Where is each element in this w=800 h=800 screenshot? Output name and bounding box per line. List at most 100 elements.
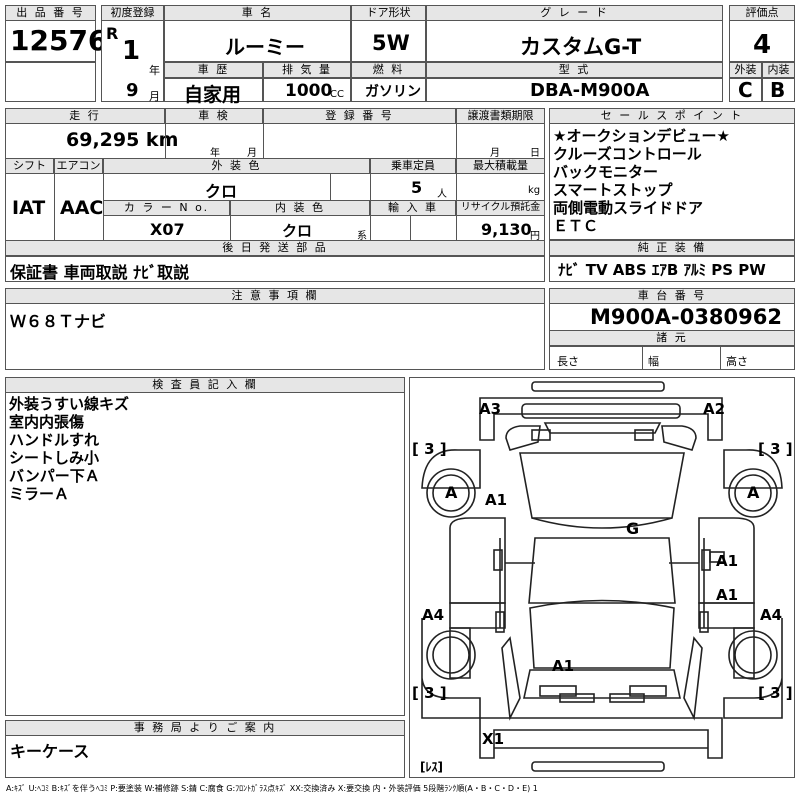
inspector-line: ミラーＡ (9, 485, 70, 503)
mark-a3: A3 (479, 400, 502, 418)
transfer-label: 譲渡書類期限 (456, 108, 545, 124)
office-label: 事 務 局 よ り ご 案 内 (5, 720, 405, 736)
fuel-label: 燃 料 (351, 62, 426, 78)
office-value: キーケース (10, 742, 90, 761)
door-value: 5W (372, 31, 410, 55)
sales-item: ＥＴＣ (553, 217, 599, 235)
insp-month-unit: 月 (247, 148, 257, 159)
capacity-value: 5 (411, 178, 423, 197)
mark-a2: A2 (703, 400, 726, 418)
mark-a4-left: A4 (422, 606, 445, 624)
fuel-value: ガソリン (365, 84, 421, 100)
sales-item: 両側電動スライドドア (553, 199, 704, 217)
displacement-box (263, 78, 351, 102)
sales-item: ★オークションデビュー★ (553, 127, 730, 145)
mark-wheel-fr: A (747, 483, 760, 502)
first-reg-box (101, 5, 164, 102)
int-color-value: クロ (282, 222, 313, 240)
color-no-value: X07 (150, 220, 185, 239)
history-box (164, 78, 263, 102)
displacement-unit: CC (330, 89, 344, 100)
reg-label: 登 録 番 号 (263, 108, 456, 124)
car-diagram: A3 A2 [ 3 ] [ 3 ] A A A1 G A1 A1 A4 A4 A… (409, 377, 795, 778)
color-no-label: カ ラ ー N o. (103, 200, 230, 216)
recycle-unit: 円 (530, 231, 540, 242)
mark-bracket-bl: [ 3 ] (412, 684, 447, 702)
interior-label: 内装 (762, 62, 795, 78)
sales-label: セ ー ル ス ポ イ ン ト (549, 108, 795, 124)
recycle-label: リサイクル預託金 (456, 200, 545, 216)
car-name-label: 車 名 (164, 5, 351, 21)
model-value: DBA-M900A (530, 80, 650, 101)
inspector-box (5, 377, 405, 716)
score-value: 4 (753, 30, 772, 60)
recycle-value: 9,130 (481, 220, 532, 239)
interior-box (762, 78, 795, 102)
load-unit: kg (528, 185, 541, 196)
first-reg-month: 9 (126, 80, 139, 101)
later-box (5, 256, 545, 282)
sales-item: クルーズコントロール (553, 145, 702, 163)
first-reg-year-unit: 年 (149, 64, 160, 77)
mark-bracket-tl: [ 3 ] (412, 440, 447, 458)
sales-item: スマートストップ (553, 181, 673, 199)
dims-height: 高さ (726, 355, 748, 368)
exterior-label: 外装 (729, 62, 762, 78)
mark-x1: X1 (482, 730, 505, 748)
int-color-label: 内 装 色 (230, 200, 370, 216)
lot-box-lower (5, 62, 96, 102)
mark-bracket-tr: [ 3 ] (758, 440, 793, 458)
fuel-box (351, 78, 426, 102)
details-block (5, 108, 545, 256)
grade-label: グ レ ー ド (426, 5, 723, 21)
later-value: 保証書 車両取説 ﾅﾋﾞ取説 (10, 263, 190, 282)
history-label: 車 歴 (164, 62, 263, 78)
mark-les: [ﾚｽ] (420, 760, 443, 774)
ac-value: AAC (60, 197, 104, 219)
car-outline (421, 381, 783, 772)
model-box (426, 78, 723, 102)
import-label: 輸 入 車 (370, 200, 456, 216)
insp-year-unit: 年 (210, 148, 220, 159)
shift-value: IAT (12, 197, 46, 219)
inspector-line: 室内内張傷 (9, 413, 85, 431)
capacity-unit: 人 (437, 189, 447, 200)
sales-list: ★オークションデビュー★ クルーズコントロール バックモニター スマートストップ… (553, 127, 793, 235)
sales-box (549, 108, 795, 240)
inspector-line: ハンドルすれ (9, 431, 100, 449)
first-reg-era: R (106, 24, 119, 43)
mark-a1-right1: A1 (716, 552, 739, 570)
first-reg-month-unit: 月 (149, 90, 160, 103)
displacement-label: 排 気 量 (263, 62, 351, 78)
inspector-line: バンパー下Ａ (9, 467, 100, 485)
dims-width: 幅 (648, 355, 659, 368)
mark-g-roof: G (626, 519, 640, 538)
mark-a4-right: A4 (760, 606, 783, 624)
equipment-box (549, 256, 795, 282)
door-label: ドア形状 (351, 5, 426, 21)
ac-label: エアコン (54, 158, 103, 174)
sales-item: バックモニター (553, 163, 659, 181)
transfer-month-unit: 月 (490, 148, 500, 159)
inspector-label: 検 査 員 記 入 欄 (5, 377, 405, 393)
chassis-label: 車 台 番 号 (549, 288, 795, 304)
later-label: 後 日 発 送 部 品 (5, 240, 545, 256)
first-reg-year: 1 (122, 36, 141, 66)
inspector-line: シートしみ小 (9, 449, 100, 467)
exterior-box (729, 78, 762, 102)
mileage-value: 69,295 km (66, 129, 179, 151)
exterior-value: C (738, 78, 753, 102)
inspection-label: 車 検 (165, 108, 263, 124)
model-label: 型 式 (426, 62, 723, 78)
interior-value: B (770, 78, 786, 102)
notes-value: Ｗ６８Ｔナビ (10, 312, 107, 331)
displacement-value: 1000 (285, 81, 333, 101)
dims-label: 諸 元 (549, 330, 795, 346)
lot-number: 12576 (10, 24, 108, 57)
color-value: クロ (205, 182, 238, 201)
dims-length: 長さ (557, 355, 579, 368)
legend: A:ｷｽﾞ U:ﾍｺﾐ B:ｷｽﾞを伴うﾍｺﾐ P:要塗装 W:補修跡 S:錆 … (6, 784, 538, 793)
equipment-value: ﾅﾋﾞ TV ABS ｴｱB ｱﾙﾐ PS PW (558, 261, 766, 279)
notes-label: 注 意 事 項 欄 (5, 288, 545, 304)
mark-a1-right2: A1 (716, 586, 739, 604)
